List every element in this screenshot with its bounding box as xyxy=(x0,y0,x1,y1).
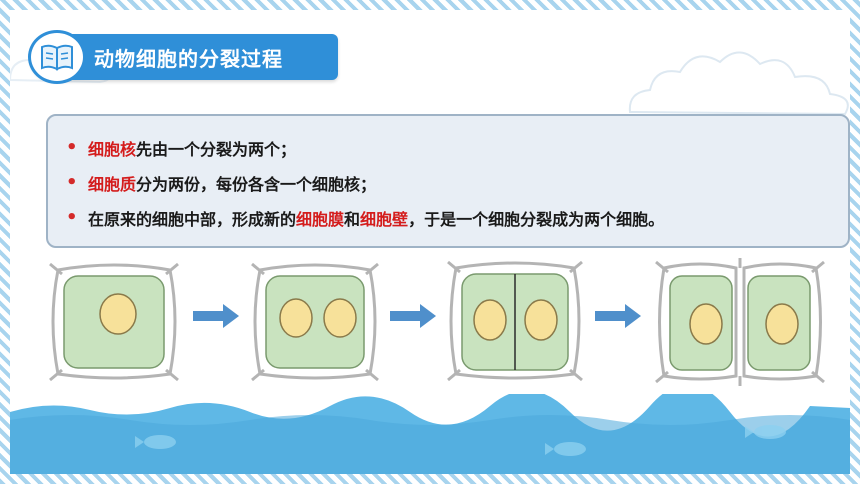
bullet-dot: • xyxy=(66,172,78,193)
page-title: 动物细胞的分裂过程 xyxy=(94,47,283,71)
arrow-icon xyxy=(390,304,436,328)
bullet-text: 分为两份，每份各含一个细胞核； xyxy=(136,174,377,194)
text-panel: • 细胞核先由一个分裂为两个； • 细胞质分为两份，每份各含一个细胞核； • 在… xyxy=(46,114,850,248)
book-icon xyxy=(28,30,86,84)
cell-stage-2 xyxy=(251,262,379,382)
bullet-dot: • xyxy=(66,137,78,158)
bullet-item-1: • 细胞核先由一个分裂为两个； xyxy=(66,130,830,165)
arrow-icon xyxy=(193,304,239,328)
stage-3-card xyxy=(440,254,590,388)
bullet-text: 和 xyxy=(344,209,361,229)
bullet-text: ，于是一个细胞分裂成为两个细胞。 xyxy=(408,209,665,229)
term-cell-membrane: 细胞膜 xyxy=(296,209,345,229)
cloud-decoration-right xyxy=(628,51,849,116)
arrow-icon xyxy=(595,304,641,328)
stage-1-card xyxy=(42,256,186,386)
cell-stage-3 xyxy=(447,260,583,382)
slide: 动物细胞的分裂过程 • 细胞核先由一个分裂为两个； • 细胞质分为两份，每份各含… xyxy=(10,10,850,474)
stage-4-card xyxy=(650,254,830,390)
term-cytoplasm: 细胞质 xyxy=(88,174,137,194)
stage-2-card xyxy=(244,256,386,386)
term-cell-wall: 细胞壁 xyxy=(360,209,409,229)
bullet-text: 在原来的细胞中部，形成新的 xyxy=(88,209,297,229)
bullet-text: 先由一个分裂为两个； xyxy=(136,139,297,159)
sea-decoration xyxy=(10,394,850,474)
term-nucleus: 细胞核 xyxy=(88,139,137,159)
cell-stage-4 xyxy=(655,258,825,386)
cell-stage-1 xyxy=(49,262,179,382)
bullet-dot: • xyxy=(66,207,78,228)
bullet-item-3: • 在原来的细胞中部，形成新的细胞膜和细胞壁，于是一个细胞分裂成为两个细胞。 xyxy=(66,200,830,235)
bullet-item-2: • 细胞质分为两份，每份各含一个细胞核； xyxy=(66,165,830,200)
